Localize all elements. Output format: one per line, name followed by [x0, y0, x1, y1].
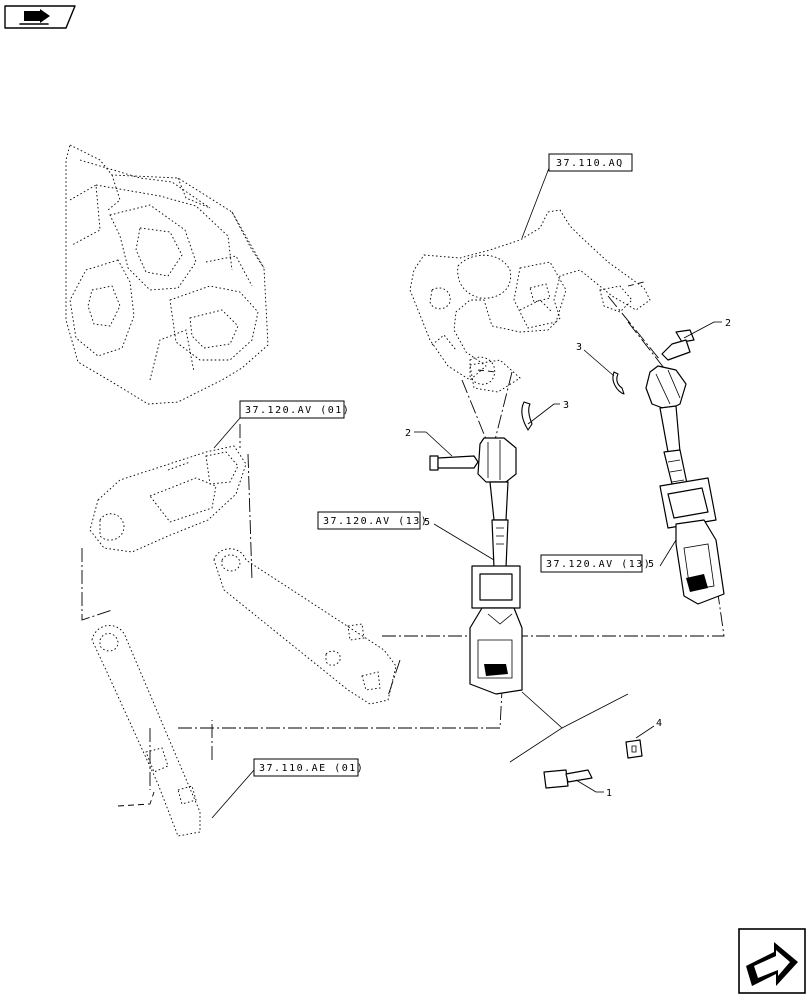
callout-3-left: 3 — [527, 400, 569, 425]
svg-text:3: 3 — [576, 342, 582, 353]
svg-text:2: 2 — [725, 318, 731, 329]
callout-3-right: 3 — [576, 342, 615, 377]
ref-37-110-aq-label: 37.110.AQ — [556, 158, 624, 169]
callout-5-right: 5 — [648, 539, 677, 570]
svg-text:5: 5 — [648, 559, 654, 570]
top-link-right — [645, 365, 725, 605]
svg-text:3: 3 — [563, 400, 569, 411]
ref-37-120-av-01-label: 37.120.AV (01) — [245, 405, 350, 416]
next-page-arrow-icon[interactable] — [738, 928, 806, 994]
ref-37-120-av-13-left[interactable]: 37.120.AV (13) — [317, 511, 428, 530]
ref-37-120-av-13-right[interactable]: 37.120.AV (13) — [540, 554, 651, 573]
ref-37-110-ae-01[interactable]: 37.110.AE (01) — [211, 758, 364, 819]
lower-link-housing — [89, 445, 247, 553]
transmission-housing — [65, 144, 269, 405]
top-link-left — [469, 437, 523, 695]
book-arrow-icon[interactable] — [4, 5, 76, 29]
ref-37-120-av-13-right-label: 37.120.AV (13) — [546, 559, 651, 570]
svg-text:4: 4 — [656, 718, 662, 729]
callout-2-right: 2 — [683, 318, 731, 339]
ref-37-120-av-01[interactable]: 37.120.AV (01) — [213, 400, 350, 449]
svg-text:2: 2 — [405, 428, 411, 439]
callout-2-left: 2 — [405, 428, 453, 457]
lower-link-arm — [91, 625, 201, 837]
callout-1: 1 — [575, 779, 612, 799]
ref-37-110-ae-01-label: 37.110.AE (01) — [259, 763, 364, 774]
lift-arm-assembly — [409, 209, 651, 393]
svg-text:5: 5 — [424, 517, 430, 528]
svg-text:1: 1 — [606, 788, 612, 799]
callout-5-left: 5 — [424, 517, 495, 561]
stabiliser-link — [213, 548, 397, 705]
ref-37-110-aq[interactable]: 37.110.AQ — [521, 153, 633, 239]
hardware-parts — [429, 329, 695, 789]
callout-4: 4 — [635, 718, 662, 739]
assembly-lines — [81, 281, 725, 807]
ref-37-120-av-13-left-label: 37.120.AV (13) — [323, 516, 428, 527]
